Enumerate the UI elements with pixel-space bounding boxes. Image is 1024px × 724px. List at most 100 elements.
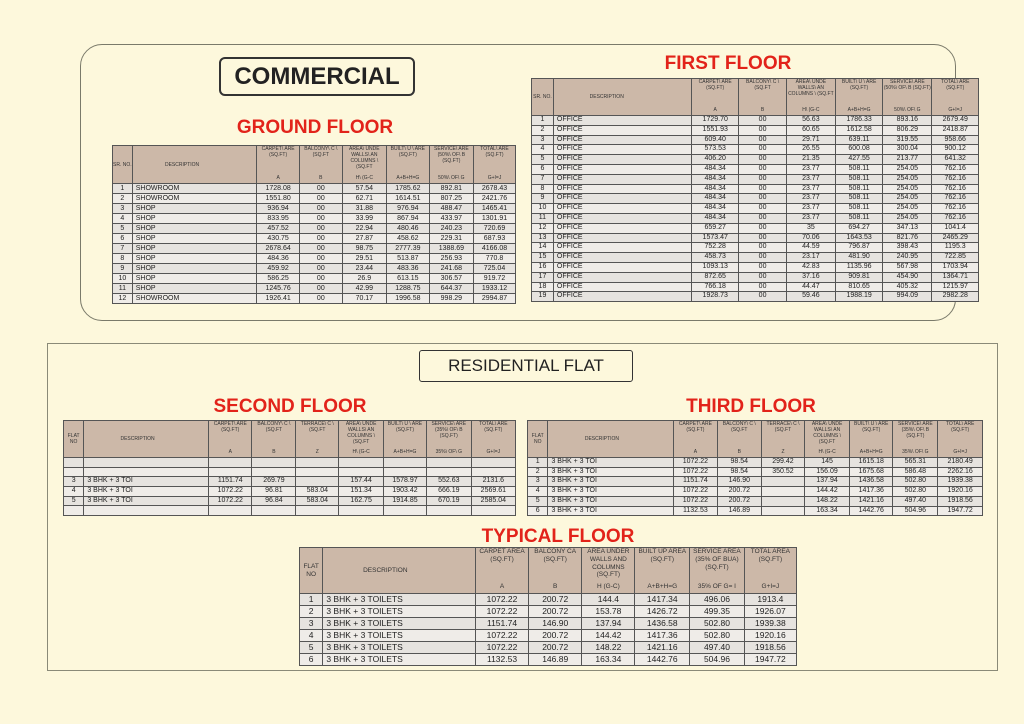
row-number-cell: 1 xyxy=(298,593,324,606)
column-header-label: AREA\ UNDE WALLS\ AN COLUMNS \ (SQ.FT xyxy=(349,146,380,171)
commercial-label: COMMERCIAL xyxy=(219,57,415,96)
row-number-cell: 10 xyxy=(531,203,554,214)
value-cell: 752.28 xyxy=(691,242,740,254)
column-formula: G+I=J xyxy=(487,175,502,181)
value-cell: 44.59 xyxy=(785,242,836,254)
value-cell: 42.99 xyxy=(341,283,388,294)
value-cell: 57.54 xyxy=(341,183,388,194)
value-cell: 508.11 xyxy=(834,183,884,195)
value-cell: 00 xyxy=(738,163,787,175)
column-header-label: SERVICE\ ARE (35%\ OF\ B (SQ.FT) xyxy=(431,421,467,440)
column-formula: B xyxy=(319,175,323,181)
description-cell: 3 BHK + 3 TOILETS xyxy=(322,593,476,606)
column-header: DESCRIPTION xyxy=(547,420,675,458)
value-cell: 27.87 xyxy=(341,233,388,244)
second-floor-title: SECOND FLOOR xyxy=(213,396,367,417)
column-header-label: BALCONY\ C \ (SQ.FT xyxy=(722,421,756,434)
value-cell: 4166.08 xyxy=(473,243,516,254)
value-cell: 1417.34 xyxy=(634,593,691,606)
column-header-label: BUILT\ U \ ARE (SQ.FT) xyxy=(854,421,889,434)
value-cell: 00 xyxy=(738,261,787,273)
value-cell: 56.63 xyxy=(785,115,836,126)
column-formula: 35% OF G= I xyxy=(697,583,736,591)
column-header-label: TOTAL\ ARE (SQ.FT) xyxy=(480,146,509,159)
row-number-cell: 4 xyxy=(62,486,85,497)
column-header-label: SERVICE AREA (35% OF BUA) (SQ.FT) xyxy=(693,548,741,571)
column-header: BUILT\ U \ ARE (SQ.FT)A+B+H=G xyxy=(386,145,430,184)
column-header-label: BUILT\ U \ ARE (SQ.FT) xyxy=(387,421,423,434)
value-cell: 00 xyxy=(738,242,787,254)
value-cell: 29.71 xyxy=(785,134,836,146)
value-cell: 1988.19 xyxy=(834,291,884,303)
value-cell: 484.34 xyxy=(691,203,740,214)
value-cell: 666.19 xyxy=(425,486,472,497)
value-cell: 499.35 xyxy=(689,605,745,618)
row-number-cell: 4 xyxy=(531,144,554,156)
value-cell xyxy=(251,505,297,517)
column-formula: A xyxy=(713,107,717,113)
row-number-cell: 19 xyxy=(531,291,554,303)
value-cell: 1442.76 xyxy=(634,653,691,666)
value-cell: 1436.58 xyxy=(849,476,894,488)
value-cell: 59.46 xyxy=(785,291,836,303)
column-header-label: FLAT NO xyxy=(67,433,80,445)
description-cell: 3 BHK + 3 TOILETS xyxy=(322,641,476,654)
value-cell: 502.80 xyxy=(689,629,745,642)
description-cell: SHOP xyxy=(131,273,258,284)
value-cell xyxy=(425,505,472,517)
column-formula: H\ (G-C xyxy=(355,175,373,181)
value-cell: 00 xyxy=(738,134,787,146)
description-cell: OFFICE xyxy=(552,271,693,283)
column-header-label: DESCRIPTION xyxy=(584,436,620,442)
value-cell: 398.43 xyxy=(882,242,933,254)
description-cell xyxy=(83,466,210,478)
column-formula: 35%\ OF\ G xyxy=(902,449,929,455)
description-cell: SHOP xyxy=(131,243,258,254)
column-header: DESCRIPTION xyxy=(552,78,693,116)
value-cell: 909.81 xyxy=(834,271,884,283)
value-cell: 26.55 xyxy=(785,144,836,156)
column-header-label: DESCRIPTION xyxy=(363,566,408,574)
value-cell: 508.11 xyxy=(834,193,884,205)
value-cell: 2569.61 xyxy=(470,486,517,497)
row-number-cell: 2 xyxy=(526,466,549,478)
value-cell: 1939.38 xyxy=(937,476,983,488)
value-cell: 269.79 xyxy=(251,476,297,488)
value-cell: 427.55 xyxy=(834,154,884,165)
value-cell: 958.66 xyxy=(931,134,979,146)
value-cell xyxy=(470,505,517,517)
column-header-label: CARPET\ ARE (SQ.FT) xyxy=(678,421,712,434)
value-cell: 254.05 xyxy=(882,163,933,175)
description-cell: 3 BHK + 3 TOI xyxy=(547,495,675,507)
value-cell: 00 xyxy=(738,144,787,156)
description-cell: OFFICE xyxy=(552,163,693,175)
value-cell xyxy=(383,466,427,478)
description-cell: 3 BHK + 3 TOI xyxy=(547,457,675,468)
column-formula: B xyxy=(553,583,558,591)
value-cell: 22.94 xyxy=(341,223,388,234)
value-cell: 458.62 xyxy=(386,233,430,244)
row-number-cell: 9 xyxy=(112,263,133,274)
value-cell: 1914.85 xyxy=(383,495,427,507)
value-cell: 00 xyxy=(738,271,787,283)
value-cell: 144.42 xyxy=(804,486,851,497)
row-number-cell: 11 xyxy=(531,212,554,224)
value-cell: 1551.80 xyxy=(256,193,300,204)
value-cell: 483.36 xyxy=(386,263,430,274)
value-cell: 994.09 xyxy=(882,291,933,303)
